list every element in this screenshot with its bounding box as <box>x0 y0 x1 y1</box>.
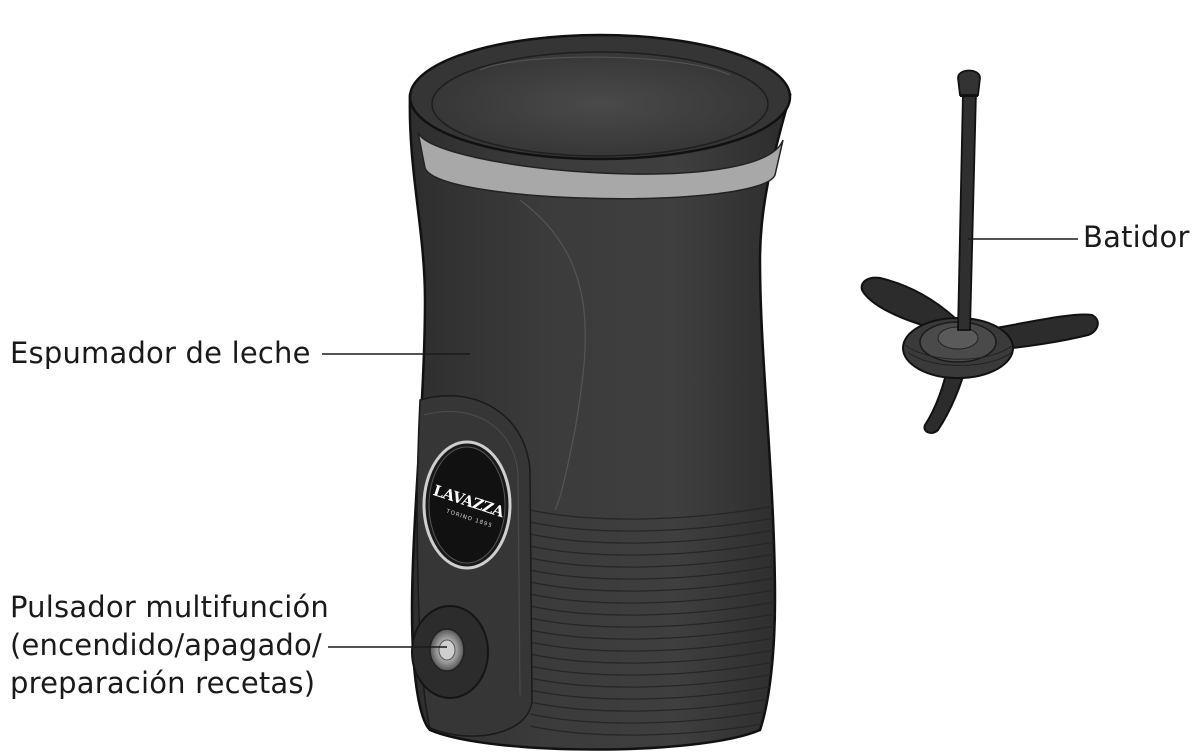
whisk <box>860 69 1099 434</box>
milk-frother-jug: LAVAZZA TORINO 1895 <box>408 33 792 751</box>
label-multifunction-button: Pulsador multifunción (encendido/apagado… <box>10 588 329 702</box>
jug-panel-curve <box>519 199 586 511</box>
label-button-line-3: preparación recetas) <box>10 666 316 700</box>
multifunction-button[interactable] <box>411 605 489 699</box>
jug-ribs <box>529 504 781 736</box>
jug-inner <box>431 51 769 157</box>
whisk-tip <box>957 69 981 96</box>
label-whisk-text: Batidor <box>1083 220 1190 254</box>
jug-rim-band <box>417 131 784 200</box>
whisk-arm-right <box>983 313 1099 352</box>
label-milk-frother-text: Espumador de leche <box>10 336 311 370</box>
label-whisk: Batidor <box>1083 218 1190 256</box>
label-milk-frother: Espumador de leche <box>10 334 311 372</box>
label-button-line-2: (encendido/apagado/ <box>10 628 322 662</box>
lavazza-logo: LAVAZZA TORINO 1895 <box>422 440 512 570</box>
label-button-line-1: Pulsador multifunción <box>10 590 329 624</box>
whisk-shaft <box>957 91 977 331</box>
whisk-arm-left <box>860 276 957 332</box>
